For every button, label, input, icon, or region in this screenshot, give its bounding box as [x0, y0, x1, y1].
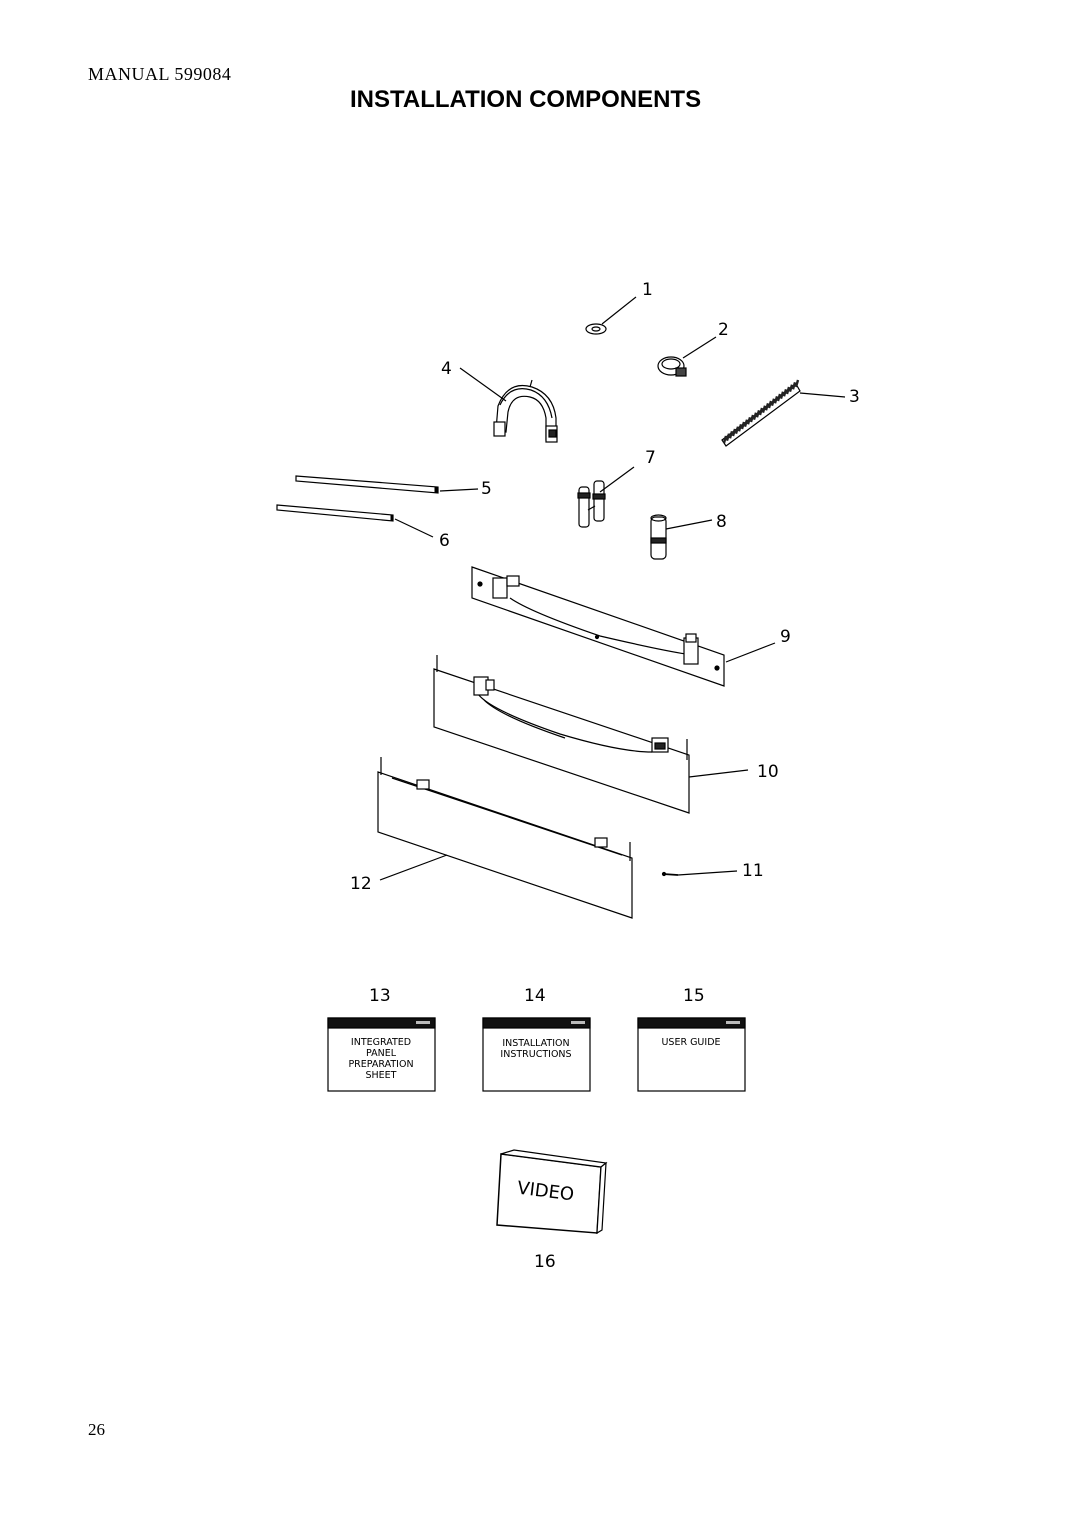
callout-9: 9: [780, 627, 791, 647]
callout-7: 7: [645, 448, 656, 468]
callout-labels: 1 2 3 4 5 6 7 8 9 10 11 12 13 14 15 16: [350, 280, 860, 1272]
bristle: [749, 414, 755, 423]
bristle: [791, 382, 797, 390]
bristle: [779, 391, 785, 399]
part-16-video-cassette: [496, 1149, 608, 1235]
doc-13-line-2: PANEL: [366, 1048, 397, 1059]
bristle: [722, 435, 728, 444]
bristle: [731, 428, 737, 437]
part-9-mounting-rail: [471, 566, 776, 687]
part-8-hose-connector: [650, 514, 713, 560]
part-6-strip: [276, 504, 434, 538]
bristle: [785, 386, 791, 395]
part-10-front-panel: [433, 655, 749, 814]
bristle: [755, 410, 761, 418]
bristle: [734, 426, 740, 434]
doc-13-line-1: INTEGRATED: [351, 1037, 411, 1048]
bristle: [764, 403, 770, 411]
part-3-bristle-strip: [721, 379, 846, 447]
callout-5: 5: [481, 479, 492, 499]
bristle: [776, 393, 782, 402]
document-14-installation-instructions: [482, 1017, 591, 1092]
part-7-y-connector: [577, 466, 635, 528]
callout-3: 3: [849, 387, 860, 407]
page-title: INSTALLATION COMPONENTS: [350, 86, 702, 113]
part-1-washer: [585, 296, 637, 335]
callout-8: 8: [716, 512, 727, 532]
callout-6: 6: [439, 531, 450, 551]
part-11-screw: [661, 870, 738, 877]
callout-4: 4: [441, 359, 452, 379]
callout-1: 1: [642, 280, 653, 300]
manual-reference: MANUAL 599084: [88, 64, 232, 84]
bristle: [752, 412, 758, 420]
callout-2: 2: [718, 320, 729, 340]
page-number: 26: [88, 1420, 105, 1439]
part-5-strip: [295, 475, 479, 494]
bristle: [725, 433, 731, 441]
document-15-user-guide: [637, 1017, 746, 1092]
bristle: [758, 407, 764, 416]
callout-14: 14: [524, 986, 546, 1006]
bristle: [737, 424, 743, 432]
bristle: [773, 396, 779, 404]
part-4-u-bracket: [459, 367, 558, 443]
callout-13: 13: [369, 986, 391, 1006]
bristle: [770, 398, 776, 406]
part-12-kick-plate: [377, 757, 633, 919]
doc-15-line-1: USER GUIDE: [661, 1037, 720, 1048]
bristle: [782, 389, 788, 397]
bristle: [743, 419, 749, 427]
document-labels: INTEGRATED PANEL PREPARATION SHEET INSTA…: [348, 1037, 720, 1081]
part-2-hose-clamp: [657, 336, 717, 377]
callout-10: 10: [757, 762, 779, 782]
bristle: [794, 379, 800, 388]
bristle: [728, 431, 734, 439]
doc-13-line-4: SHEET: [366, 1070, 397, 1081]
bristle: [767, 400, 773, 409]
document-13-integrated-panel-sheet: [327, 1017, 436, 1092]
doc-14-line-1: INSTALLATION: [502, 1038, 569, 1049]
bristle: [740, 421, 746, 430]
callout-11: 11: [742, 861, 764, 881]
callout-16: 16: [534, 1252, 556, 1272]
bristle: [761, 405, 767, 413]
doc-13-line-3: PREPARATION: [348, 1059, 413, 1070]
callout-15: 15: [683, 986, 705, 1006]
doc-14-line-2: INSTRUCTIONS: [500, 1049, 571, 1060]
callout-12: 12: [350, 874, 372, 894]
bristle: [746, 417, 752, 425]
bristle: [788, 384, 794, 392]
